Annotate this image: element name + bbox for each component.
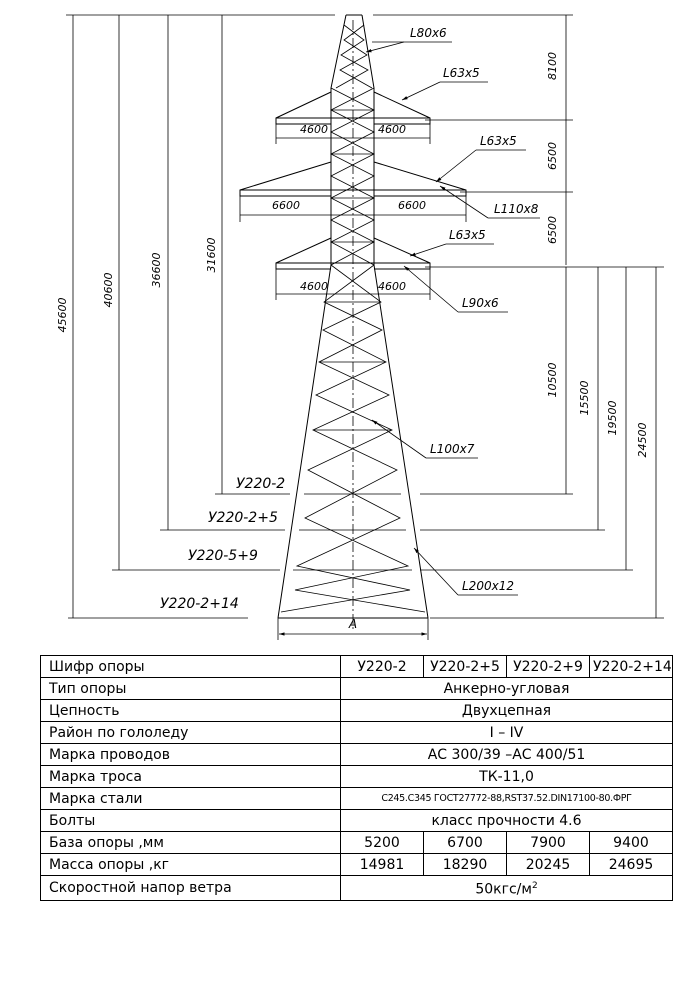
table-row: Болты класс прочности 4.6 <box>40 809 673 832</box>
table-cell: 24695 <box>589 853 673 876</box>
dim-45600: 45600 <box>56 298 69 333</box>
table-row: Цепность Двухцепная <box>40 699 673 722</box>
dim-19500: 19500 <box>606 401 619 436</box>
table-cell: У220-2+5 <box>423 655 507 678</box>
row-label: Тип опоры <box>40 677 341 700</box>
row-label: Цепность <box>40 699 341 722</box>
table-cell: 7900 <box>506 831 590 854</box>
dim-6500-a: 6500 <box>546 142 559 170</box>
dim-10500: 10500 <box>546 363 559 398</box>
table-row: База опоры ,мм 5200 6700 7900 9400 <box>40 831 673 854</box>
level-u220-5-9: У220-5+9 <box>188 548 258 564</box>
label-l200x12: L200x12 <box>462 579 514 593</box>
label-l90x6: L90x6 <box>462 296 499 310</box>
label-l110x8: L110x8 <box>494 202 539 216</box>
row-label: Болты <box>40 809 341 832</box>
table-cell: Анкерно-угловая <box>340 677 673 700</box>
table-cell: 14981 <box>340 853 424 876</box>
row-label: Скоростной напор ветра <box>40 875 341 901</box>
table-cell: 50кгс/м2 <box>340 875 673 901</box>
arm1-right-width: 4600 <box>378 123 406 136</box>
table-cell: 5200 <box>340 831 424 854</box>
table-row: Район по гололеду I – IV <box>40 721 673 744</box>
level-u220-2-14: У220-2+14 <box>160 596 239 612</box>
dim-8100: 8100 <box>546 52 559 80</box>
dim-15500: 15500 <box>578 381 591 416</box>
table-cell: У220-2+14 <box>589 655 673 678</box>
arm3-right-width: 4600 <box>378 280 406 293</box>
specification-table: Шифр опоры У220-2 У220-2+5 У220-2+9 У220… <box>40 655 673 901</box>
table-row: Марка проводов АС 300/39 –АС 400/51 <box>40 743 673 766</box>
right-bottom-dimensions: 10500 15500 19500 24500 <box>420 266 664 619</box>
level-u220-2: У220-2 <box>236 476 285 492</box>
arm3-left-width: 4600 <box>300 280 328 293</box>
table-row: Марка троса ТК-11,0 <box>40 765 673 788</box>
table-cell: АС 300/39 –АС 400/51 <box>340 743 673 766</box>
dim-40600: 40600 <box>102 273 115 308</box>
crossarm-1: 4600 4600 <box>275 91 431 144</box>
level-u220-2-5: У220-2+5 <box>208 510 278 526</box>
row-label: База опоры ,мм <box>40 831 341 854</box>
label-l63x5-arm3: L63x5 <box>449 228 486 242</box>
label-l100x7: L100x7 <box>430 442 475 456</box>
dim-6500-b: 6500 <box>546 216 559 244</box>
arm2-left-width: 6600 <box>272 199 300 212</box>
table-cell: 9400 <box>589 831 673 854</box>
dim-24500: 24500 <box>636 423 649 458</box>
right-top-dimensions: 8100 6500 6500 <box>425 15 573 265</box>
table-cell: класс прочности 4.6 <box>340 809 673 832</box>
row-label: Марка проводов <box>40 743 341 766</box>
row-label: Марка троса <box>40 765 341 788</box>
member-callouts: L80x6 L63x5 L63x5 L110x8 L63x5 L90x6 L10… <box>365 26 540 596</box>
base-dimension: A <box>277 617 429 640</box>
crossarm-3: 4600 4600 <box>275 237 431 300</box>
table-cell: Двухцепная <box>340 699 673 722</box>
table-row: Масса опоры ,кг 14981 18290 20245 24695 <box>40 853 673 876</box>
left-dimensions: 45600 40600 36600 31600 <box>56 15 290 619</box>
table-cell: 20245 <box>506 853 590 876</box>
crossarm-2: 6600 6600 <box>239 161 467 222</box>
wind-pressure-value: 50кгс/м <box>475 881 532 898</box>
arm2-right-width: 6600 <box>398 199 426 212</box>
row-label: Марка стали <box>40 787 341 810</box>
arm1-left-width: 4600 <box>300 123 328 136</box>
table-cell: С245.С345 ГОСТ27772-88,RST37.52.DIN17100… <box>340 787 673 810</box>
table-row: Скоростной напор ветра 50кгс/м2 <box>40 875 673 901</box>
tower-body <box>277 14 429 632</box>
table-cell: У220-2+9 <box>506 655 590 678</box>
tower-drawing: 45600 40600 36600 31600 8100 6500 6500 1… <box>56 14 664 640</box>
row-label: Масса опоры ,кг <box>40 853 341 876</box>
label-l80x6: L80x6 <box>410 26 447 40</box>
table-cell: 18290 <box>423 853 507 876</box>
table-row: Шифр опоры У220-2 У220-2+5 У220-2+9 У220… <box>40 655 673 678</box>
wind-pressure-exponent: 2 <box>531 881 538 891</box>
table-row: Марка стали С245.С345 ГОСТ27772-88,RST37… <box>40 787 673 810</box>
table-cell: 6700 <box>423 831 507 854</box>
table-row: Тип опоры Анкерно-угловая <box>40 677 673 700</box>
table-cell: I – IV <box>340 721 673 744</box>
table-cell: У220-2 <box>340 655 424 678</box>
row-label: Район по гололеду <box>40 721 341 744</box>
label-l63x5-arm1: L63x5 <box>443 66 480 80</box>
row-label: Шифр опоры <box>40 655 341 678</box>
dim-31600: 31600 <box>205 238 218 273</box>
level-labels: У220-2 У220-2+5 У220-5+9 У220-2+14 <box>160 476 285 612</box>
label-l63x5-arm2: L63x5 <box>480 134 517 148</box>
table-cell: ТК-11,0 <box>340 765 673 788</box>
dim-36600: 36600 <box>150 253 163 288</box>
base-width-label: A <box>348 617 357 631</box>
